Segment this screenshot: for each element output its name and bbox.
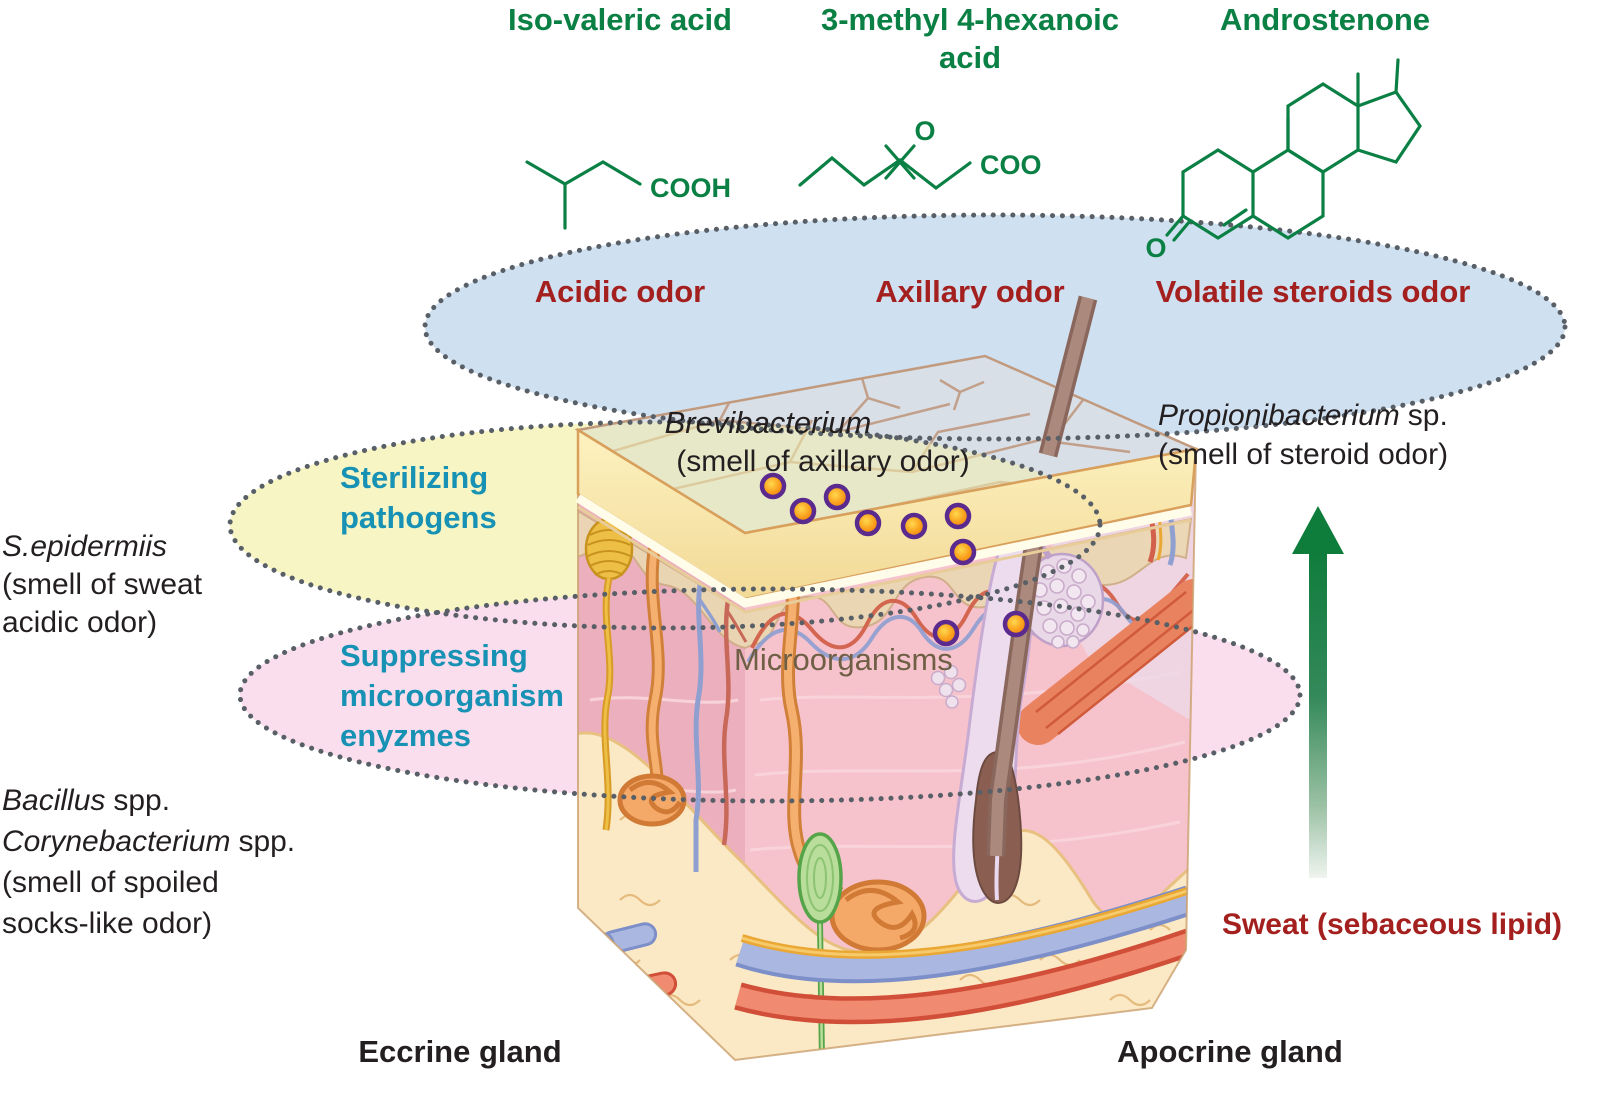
microorganism-dot [823, 483, 851, 511]
bacillus-suffix: spp. [113, 784, 170, 817]
suppressing-label-3: enyzmes [340, 718, 471, 753]
microorganism-dot [854, 509, 882, 537]
microorganism-dots [759, 472, 1030, 647]
volatile-steroids-odor-label: Volatile steroids odor [1156, 274, 1471, 309]
brevibacterium-desc: (smell of axillary odor) [676, 445, 969, 478]
odor-zone-ellipse [425, 215, 1565, 439]
microorganism-dot [900, 512, 928, 540]
compound-title-androstenone: Androstenone [1220, 2, 1430, 37]
dermal-vessels-left [693, 584, 748, 872]
hair-shaft-core [1042, 296, 1094, 457]
compound-title-hexanoic-2: acid [939, 40, 1001, 75]
deep-vessel-bundle [734, 885, 1195, 1025]
bacillus-desc-1: (smell of spoiled [2, 866, 219, 899]
sterilizing-label-1: Sterilizing [340, 460, 488, 495]
skin-block-illustration [574, 295, 1201, 1062]
corynebacterium-genus: Corynebacterium [2, 825, 230, 858]
microorganism-dot [944, 502, 972, 530]
s-epidermiis-name: S.epidermiis [2, 530, 167, 563]
s-epidermiis-desc-1: (smell of sweat [2, 568, 203, 601]
bacillus-desc-2: socks-like odor) [2, 907, 212, 940]
brevibacterium-name: Brevibacterium [665, 405, 872, 440]
apocrine-lobe [930, 664, 967, 709]
propionibacterium-suffix: sp. [1408, 399, 1448, 432]
microorganism-dot [1002, 610, 1030, 638]
propionibacterium-desc: (smell of steroid odor) [1158, 438, 1448, 471]
microorganism-dot [759, 472, 787, 500]
corynebacterium-suffix: spp. [238, 825, 295, 858]
apocrine-gland-label: Apocrine gland [1117, 1034, 1343, 1069]
acidic-odor-label: Acidic odor [535, 274, 706, 309]
sterilizing-label-2: pathogens [340, 500, 497, 535]
odor-zone-border [422, 212, 1568, 442]
eccrine-gland-label: Eccrine gland [358, 1034, 561, 1069]
suppressing-label-1: Suppressing [340, 638, 528, 673]
suppressing-label-2: microorganism [340, 678, 564, 713]
sweat-arrow [1292, 506, 1344, 878]
microorganism-dot [789, 497, 817, 525]
microorganism-dot [949, 538, 977, 566]
ketone-o-label: O [914, 116, 935, 146]
pacinian-corpuscle [797, 832, 843, 1060]
microorganisms-label: Microorganisms [734, 642, 953, 677]
hexanoic-structure [798, 144, 972, 191]
bacillus-genus: Bacillus [2, 784, 105, 817]
propionibacterium-genus: Propionibacterium [1158, 399, 1400, 432]
sterilizing-zone-border [227, 419, 1103, 631]
suppressing-zone-border [237, 586, 1303, 804]
androstenone-structure [1165, 58, 1422, 242]
microorganism-dot [932, 619, 960, 647]
cooh-label: COOH [650, 173, 731, 203]
coo-label: COO [980, 150, 1042, 180]
axillary-odor-label: Axillary odor [875, 274, 1065, 309]
compound-title-hexanoic: 3-methyl 4-hexanoic [821, 2, 1119, 37]
isovaleric-structure [525, 160, 642, 230]
skin-block-outline [577, 430, 1197, 1062]
epidermis-layer [575, 427, 1198, 614]
compound-title-isovaleric: Iso-valeric acid [508, 2, 732, 37]
sweat-label: Sweat (sebaceous lipid) [1222, 908, 1562, 941]
arrector-pili-muscle [1017, 579, 1196, 745]
sweat-arrow-head [1292, 506, 1344, 554]
s-epidermiis-desc-2: acidic odor) [2, 606, 157, 639]
steroid-o-label: O [1145, 233, 1166, 263]
